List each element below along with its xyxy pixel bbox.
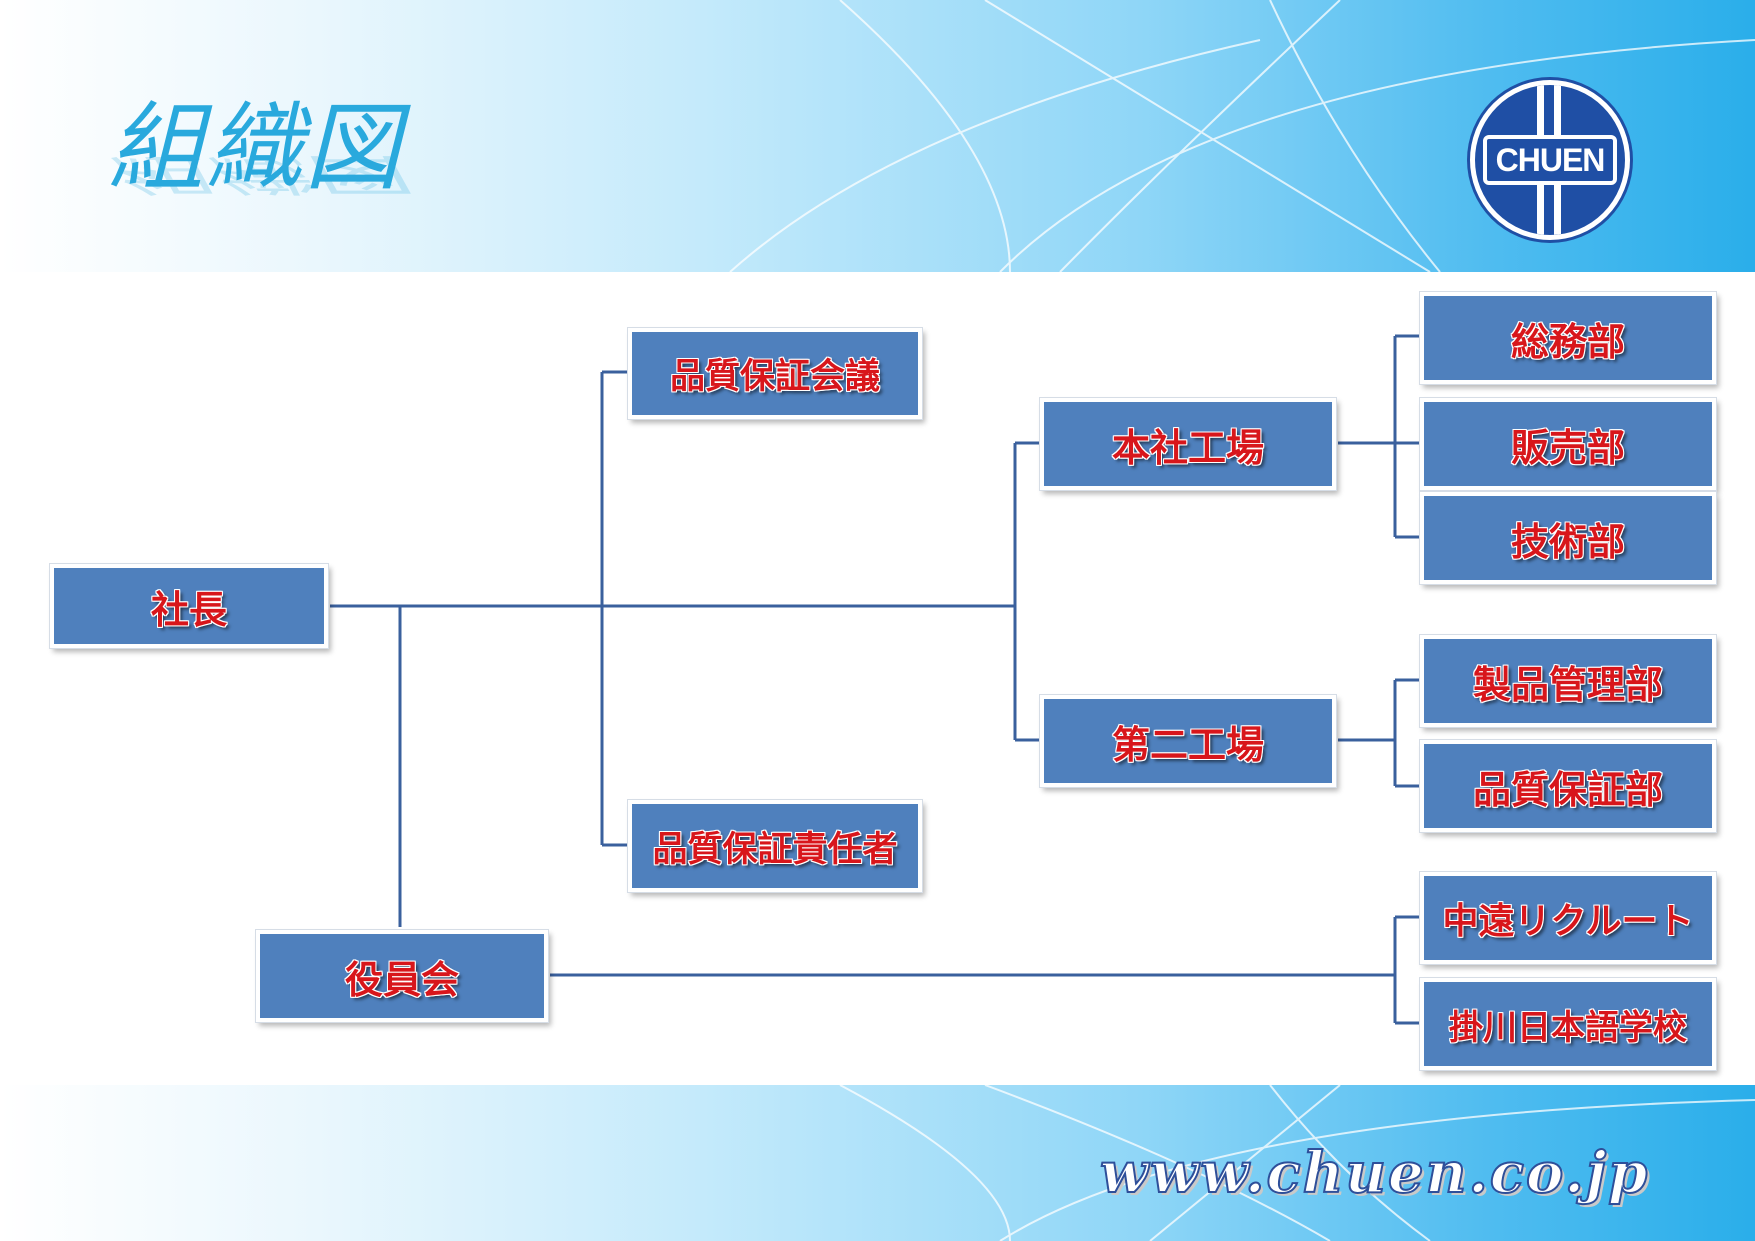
technical-box: 技術部 — [1420, 492, 1716, 584]
recruit-box: 中遠リクルート — [1420, 872, 1716, 964]
page-title: 組織図 — [108, 92, 402, 204]
decorative-arcs-footer — [839, 1085, 1755, 1241]
footer-band — [0, 1085, 1755, 1241]
product-mgmt-box: 製品管理部 — [1420, 635, 1716, 727]
chuen-logo: CHUEN — [1470, 80, 1630, 240]
company-url: www.chuen.co.jp — [1099, 1139, 1650, 1207]
head-factory-box: 本社工場 — [1040, 398, 1336, 490]
qa-dept-box: 品質保証部 — [1420, 740, 1716, 832]
qa-manager-box: 品質保証責任者 — [628, 800, 922, 892]
qa-council-box: 品質保証会議 — [628, 328, 922, 419]
general-affairs-box: 総務部 — [1420, 292, 1716, 384]
second-factory-box: 第二工場 — [1040, 695, 1336, 787]
header-band: 組織図 組織図 CHUEN — [0, 0, 1755, 272]
president-box: 社長 — [50, 564, 328, 648]
sales-box: 販売部 — [1420, 398, 1716, 490]
logo-text: CHUEN — [1483, 135, 1617, 185]
decorative-arcs — [729, 0, 1755, 272]
language-school-box: 掛川日本語学校 — [1420, 978, 1716, 1070]
board-box: 役員会 — [256, 930, 548, 1022]
